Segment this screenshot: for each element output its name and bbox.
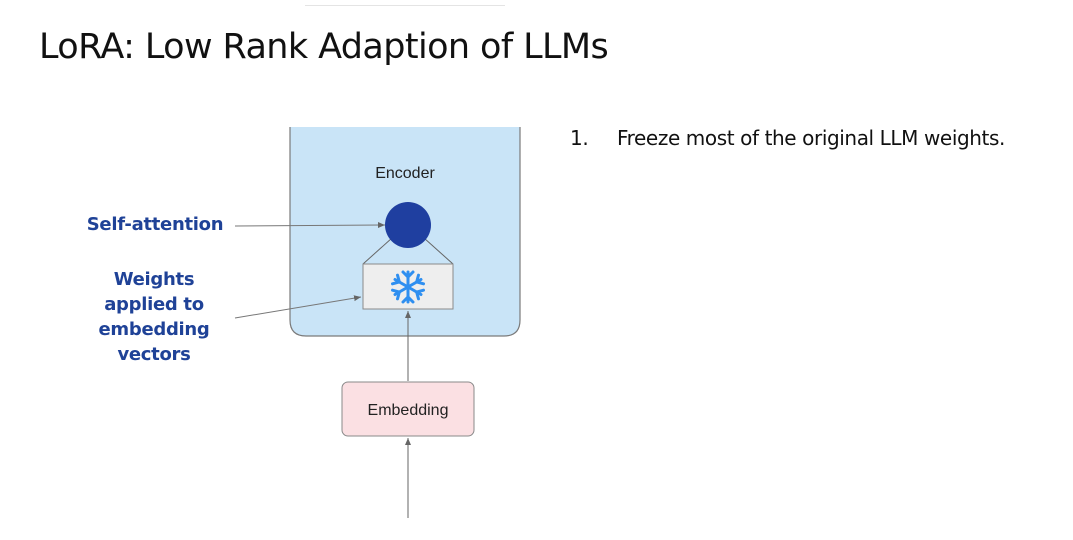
embedding-label: Embedding <box>368 402 449 419</box>
slide-title: LoRA: Low Rank Adaption of LLMs <box>39 27 609 67</box>
self-attention-pointer <box>234 222 386 229</box>
top-divider <box>305 5 505 6</box>
bullet-list: 1. Freeze most of the original LLM weigh… <box>570 124 1005 152</box>
self-attention-node <box>385 202 431 248</box>
bullet-number: 1. <box>570 126 589 150</box>
encoder-label: Encoder <box>375 165 435 182</box>
snowflake-icon <box>391 270 425 304</box>
weights-label: Weights applied to embedding vectors <box>98 269 210 365</box>
embedding-box <box>341 381 475 437</box>
bullet-text: Freeze most of the original LLM weights. <box>617 126 1005 150</box>
bullet-item: 1. Freeze most of the original LLM weigh… <box>570 124 1005 152</box>
self-attention-label: Self-attention <box>86 214 224 235</box>
weights-to-attention-line-left <box>362 237 393 265</box>
weights-pointer <box>234 295 362 319</box>
encoder-border <box>289 127 521 337</box>
weights-to-attention-line-right <box>423 237 454 265</box>
